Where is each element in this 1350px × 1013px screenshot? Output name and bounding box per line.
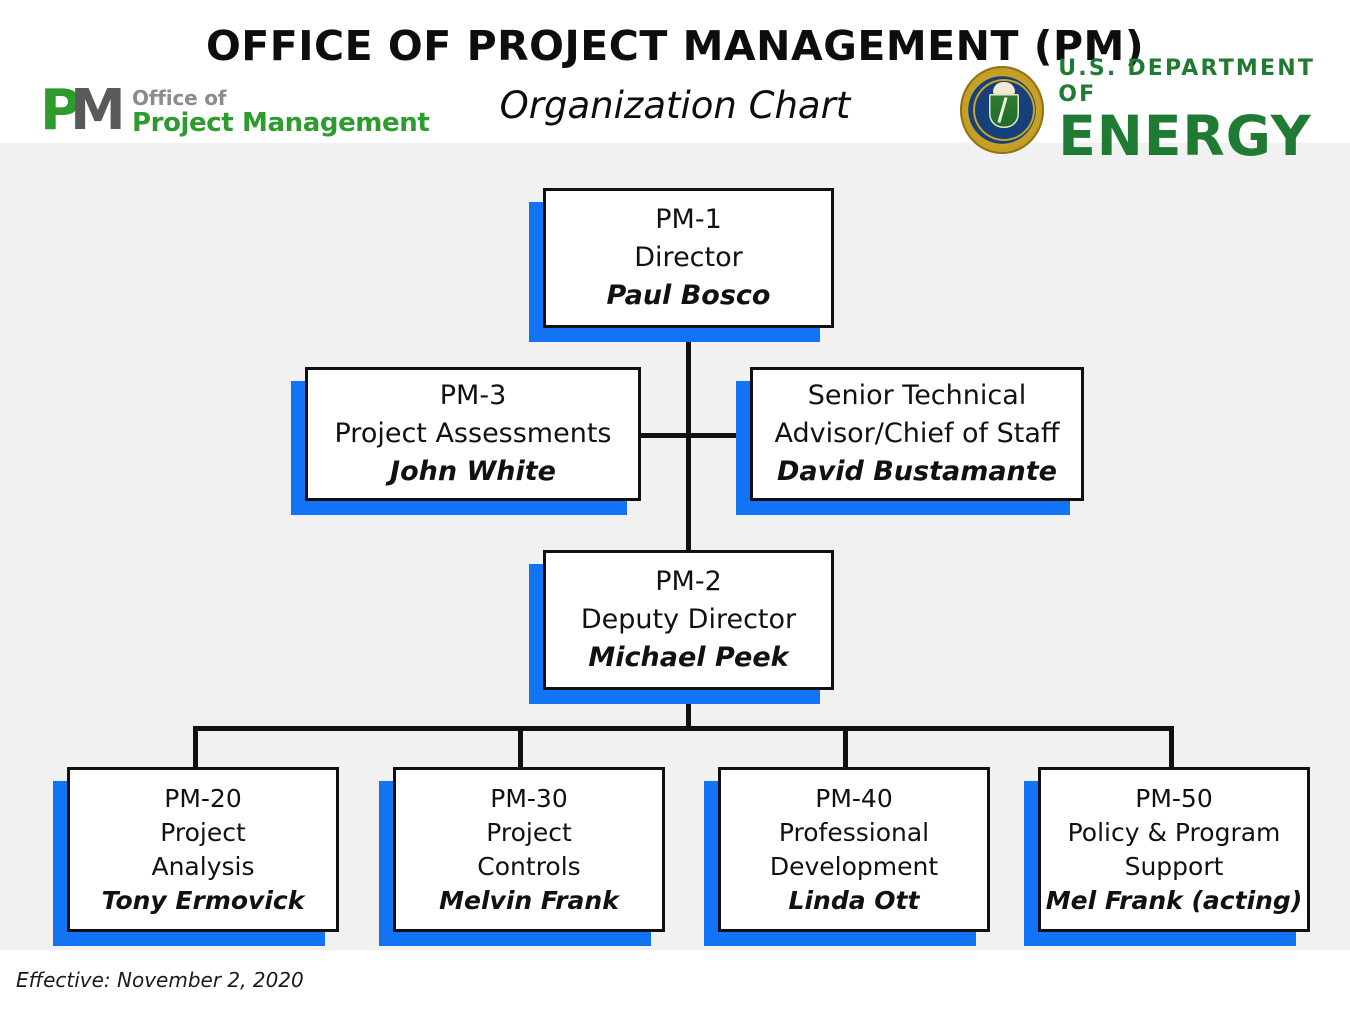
- division-pm-40-title-line1: Professional: [778, 817, 930, 847]
- doe-logo-line2: ENERGY: [1058, 103, 1312, 168]
- deputy-director-person: Michael Peek: [588, 642, 789, 673]
- division-pm-20-code: PM-20: [164, 783, 242, 813]
- director-code: PM-1: [655, 204, 722, 235]
- office-of-project-management-logo: P M Office of Project Management: [40, 78, 430, 143]
- deputy-director-code: PM-2: [655, 566, 722, 597]
- node-deputy-director[interactable]: PM-2 Deputy Director Michael Peek: [543, 550, 834, 690]
- doe-seal-eagle-icon: [993, 81, 1015, 94]
- senior-technical-advisor-code: Senior Technical: [807, 380, 1027, 411]
- pm-monogram-m: M: [70, 78, 126, 143]
- deputy-director-title: Deputy Director: [580, 604, 797, 635]
- node-division-pm-50[interactable]: PM-50 Policy & Program Support Mel Frank…: [1038, 767, 1310, 932]
- division-pm-50-title-line1: Policy & Program: [1067, 817, 1281, 847]
- node-project-assessments[interactable]: PM-3 Project Assessments John White: [305, 367, 641, 501]
- connector-drop-pm-50: [1169, 726, 1174, 768]
- division-pm-20-person: Tony Ermovick: [101, 885, 305, 915]
- connector-director-to-deputy: [686, 325, 691, 560]
- senior-technical-advisor-title: Advisor/Chief of Staff: [774, 418, 1060, 449]
- connector-staff-horizontal: [629, 433, 744, 438]
- division-pm-50-person: Mel Frank (acting): [1045, 885, 1303, 915]
- connector-division-bus: [193, 726, 1174, 731]
- pm-logo-line1: Office of: [132, 86, 227, 110]
- senior-technical-advisor-person: David Bustamante: [776, 456, 1057, 487]
- division-pm-30-title-line1: Project: [486, 817, 572, 847]
- director-title: Director: [634, 242, 743, 273]
- doe-logo-line1: U.S. DEPARTMENT OF: [1058, 55, 1316, 107]
- connector-deputy-to-bus: [686, 690, 691, 730]
- node-senior-technical-advisor[interactable]: Senior Technical Advisor/Chief of Staff …: [750, 367, 1084, 501]
- title-band: OFFICE OF PROJECT MANAGEMENT (PM) Organi…: [0, 0, 1350, 143]
- division-pm-40-title-line2: Development: [769, 851, 939, 881]
- project-assessments-person: John White: [390, 456, 556, 487]
- division-pm-20-title-line2: Analysis: [151, 851, 255, 881]
- project-assessments-title: Project Assessments: [334, 418, 612, 449]
- node-division-pm-20[interactable]: PM-20 Project Analysis Tony Ermovick: [67, 767, 339, 932]
- effective-date-note: Effective: November 2, 2020: [16, 968, 304, 992]
- pm-monogram-p: P: [40, 78, 82, 143]
- node-division-pm-40[interactable]: PM-40 Professional Development Linda Ott: [718, 767, 990, 932]
- division-pm-30-title-line2: Controls: [477, 851, 581, 881]
- page-title: OFFICE OF PROJECT MANAGEMENT (PM): [205, 22, 1145, 70]
- connector-drop-pm-20: [193, 726, 198, 768]
- pm-monogram-icon: P M: [40, 78, 128, 143]
- director-person: Paul Bosco: [606, 280, 771, 311]
- division-pm-30-code: PM-30: [490, 783, 568, 813]
- project-assessments-code: PM-3: [439, 380, 507, 411]
- us-department-of-energy-logo: U.S. DEPARTMENT OF ENERGY: [960, 56, 1350, 164]
- pm-logo-wordmark: Office of Project Management: [132, 86, 430, 138]
- node-division-pm-30[interactable]: PM-30 Project Controls Melvin Frank: [393, 767, 665, 932]
- division-pm-40-code: PM-40: [815, 783, 893, 813]
- doe-logo-wordmark: U.S. DEPARTMENT OF ENERGY: [1058, 56, 1350, 164]
- connector-drop-pm-40: [843, 726, 848, 768]
- division-pm-30-person: Melvin Frank: [439, 885, 619, 915]
- division-pm-50-title-line2: Support: [1124, 851, 1224, 881]
- page-subtitle: Organization Chart: [499, 84, 851, 127]
- doe-seal-shield-icon: [989, 93, 1019, 128]
- division-pm-40-person: Linda Ott: [788, 885, 920, 915]
- division-pm-20-title-line1: Project: [160, 817, 246, 847]
- connector-drop-pm-30: [518, 726, 523, 768]
- doe-seal-icon: [960, 65, 1045, 154]
- division-pm-50-code: PM-50: [1135, 783, 1213, 813]
- pm-logo-line2: Project Management: [132, 108, 430, 138]
- node-director[interactable]: PM-1 Director Paul Bosco: [543, 188, 834, 328]
